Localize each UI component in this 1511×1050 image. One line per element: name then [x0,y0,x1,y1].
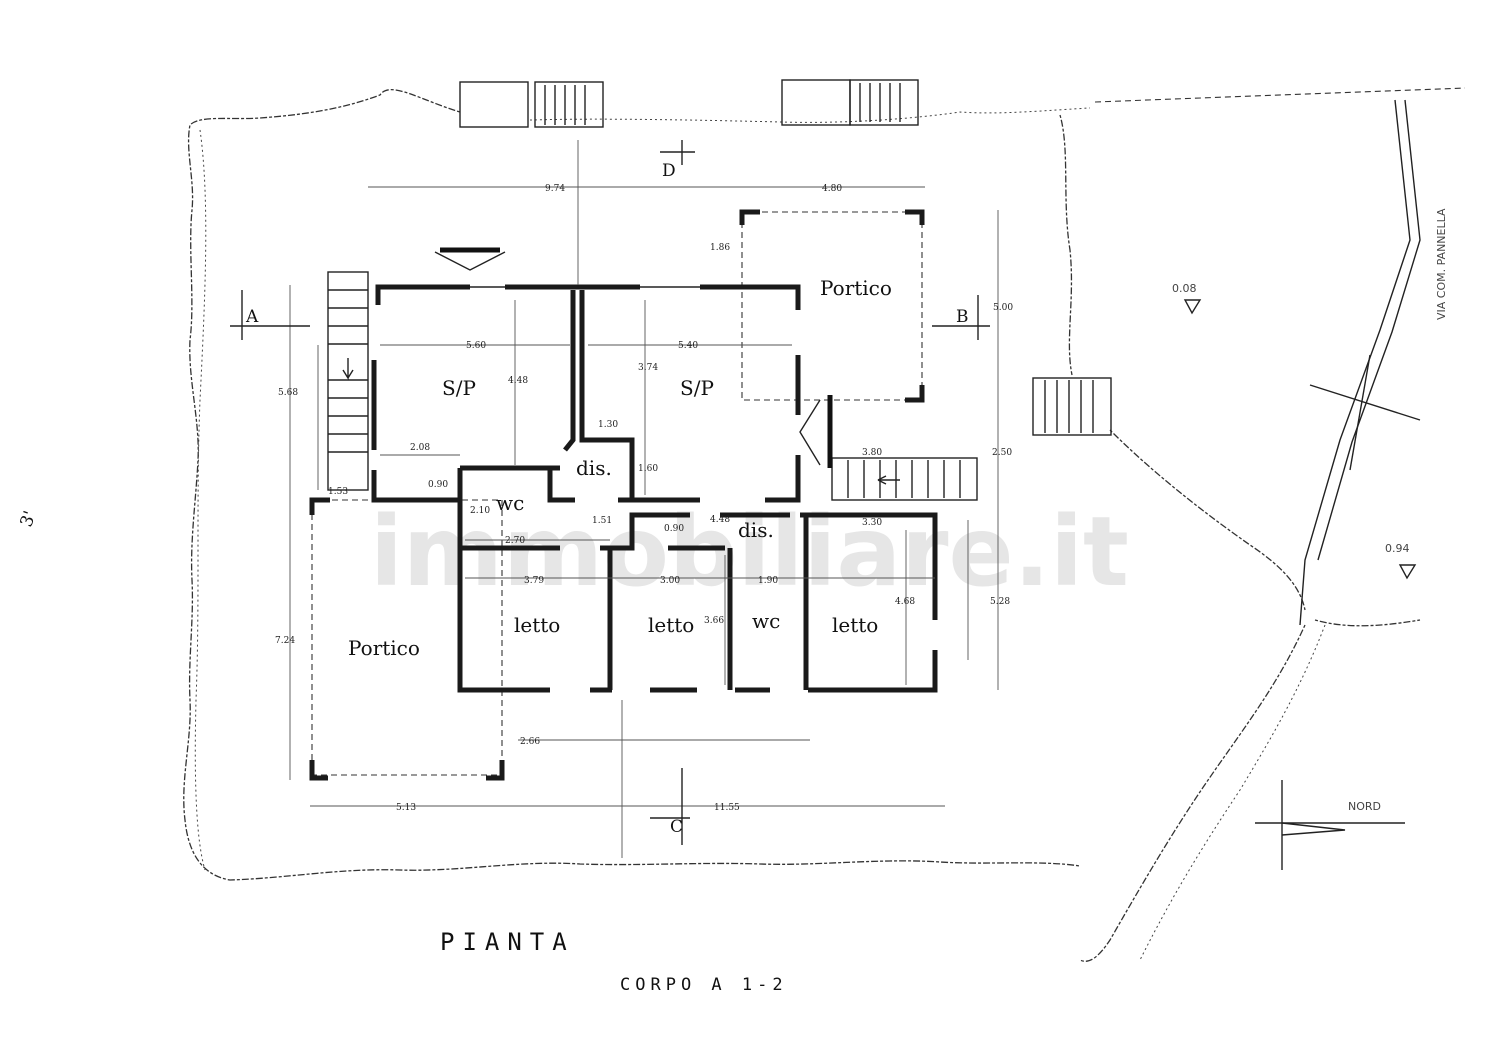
level-marks: 0.08 0.94 [1172,282,1417,580]
dim-text: 4.48 [710,515,730,525]
dim-text: 3.74 [638,363,658,373]
dim-text: 4.48 [508,376,528,386]
room-label-letto-1: letto [514,613,560,637]
room-label-sp-right: S/P [680,376,714,400]
dimension-lines [289,140,999,858]
interior-walls [457,290,809,690]
room-label-wc-lower: wc [752,609,780,633]
drawing-title: PIANTA [440,928,575,956]
dim-text: 7.24 [275,636,295,646]
room-label-portico-left: Portico [348,636,420,660]
north-label: NORD [1348,800,1381,813]
entrance-steps-top [459,79,1112,436]
dim-text: 5.28 [990,597,1010,607]
dim-text: 4.80 [822,184,842,194]
dim-text: 1.51 [592,516,612,526]
dim-text: 2.50 [992,448,1012,458]
dim-text: 3.80 [862,448,882,458]
dim-text: 1.86 [710,243,730,253]
dim-text: 5.00 [993,303,1013,313]
openings [434,247,833,468]
dim-text: 0.90 [664,524,684,534]
stairs-right [831,457,978,501]
dim-text: 5.40 [678,341,698,351]
dim-text: 9.74 [545,184,565,194]
room-label-dis-lower: dis. [738,518,774,542]
section-markers: A B C D [230,140,990,845]
dim-text: 3.79 [524,576,544,586]
room-label-dis-upper: dis. [576,456,612,480]
north-arrow-icon: NORD [1255,780,1405,870]
dim-text: 1.90 [758,576,778,586]
dim-text: 2.10 [470,506,490,516]
margin-mark: 3' [16,508,40,529]
garden-hedge [183,89,1421,962]
room-label-sp-left: S/P [442,376,476,400]
portico-outlines [309,209,925,781]
dim-text: 1.53 [328,487,348,497]
dim-text: 3.30 [862,518,882,528]
level-label: 0.94 [1385,542,1410,555]
dim-text: 2.70 [505,536,525,546]
section-label-a: A [245,307,259,327]
dim-text: 11.55 [714,803,740,813]
section-label-b: B [956,307,969,327]
dim-text: 0.90 [428,480,448,490]
level-label: 0.08 [1172,282,1197,295]
drawing-subtitle: CORPO A 1-2 [620,975,788,995]
dim-text: 3.00 [660,576,680,586]
dim-text: 1.60 [638,464,658,474]
dim-text: 5.60 [466,341,486,351]
dim-text: 2.66 [520,737,540,747]
dim-text: 3.66 [704,616,724,626]
section-label-d: D [662,161,676,181]
dim-text: 5.68 [278,388,298,398]
stairs-left [327,271,369,491]
dim-text: 1.30 [598,420,618,430]
room-label-wc-upper: wc [496,491,524,515]
dim-text: 2.08 [410,443,430,453]
road-label: VIA COM. PANNELLA [1435,208,1448,320]
room-label-letto-3: letto [832,613,878,637]
room-label-portico-top: Portico [820,276,892,300]
dim-text: 4.68 [895,597,915,607]
dim-text: 5.13 [396,803,416,813]
room-label-letto-2: letto [648,613,694,637]
section-label-c: C [670,817,683,837]
exterior-walls [371,284,938,693]
property-boundary [1094,87,1466,626]
